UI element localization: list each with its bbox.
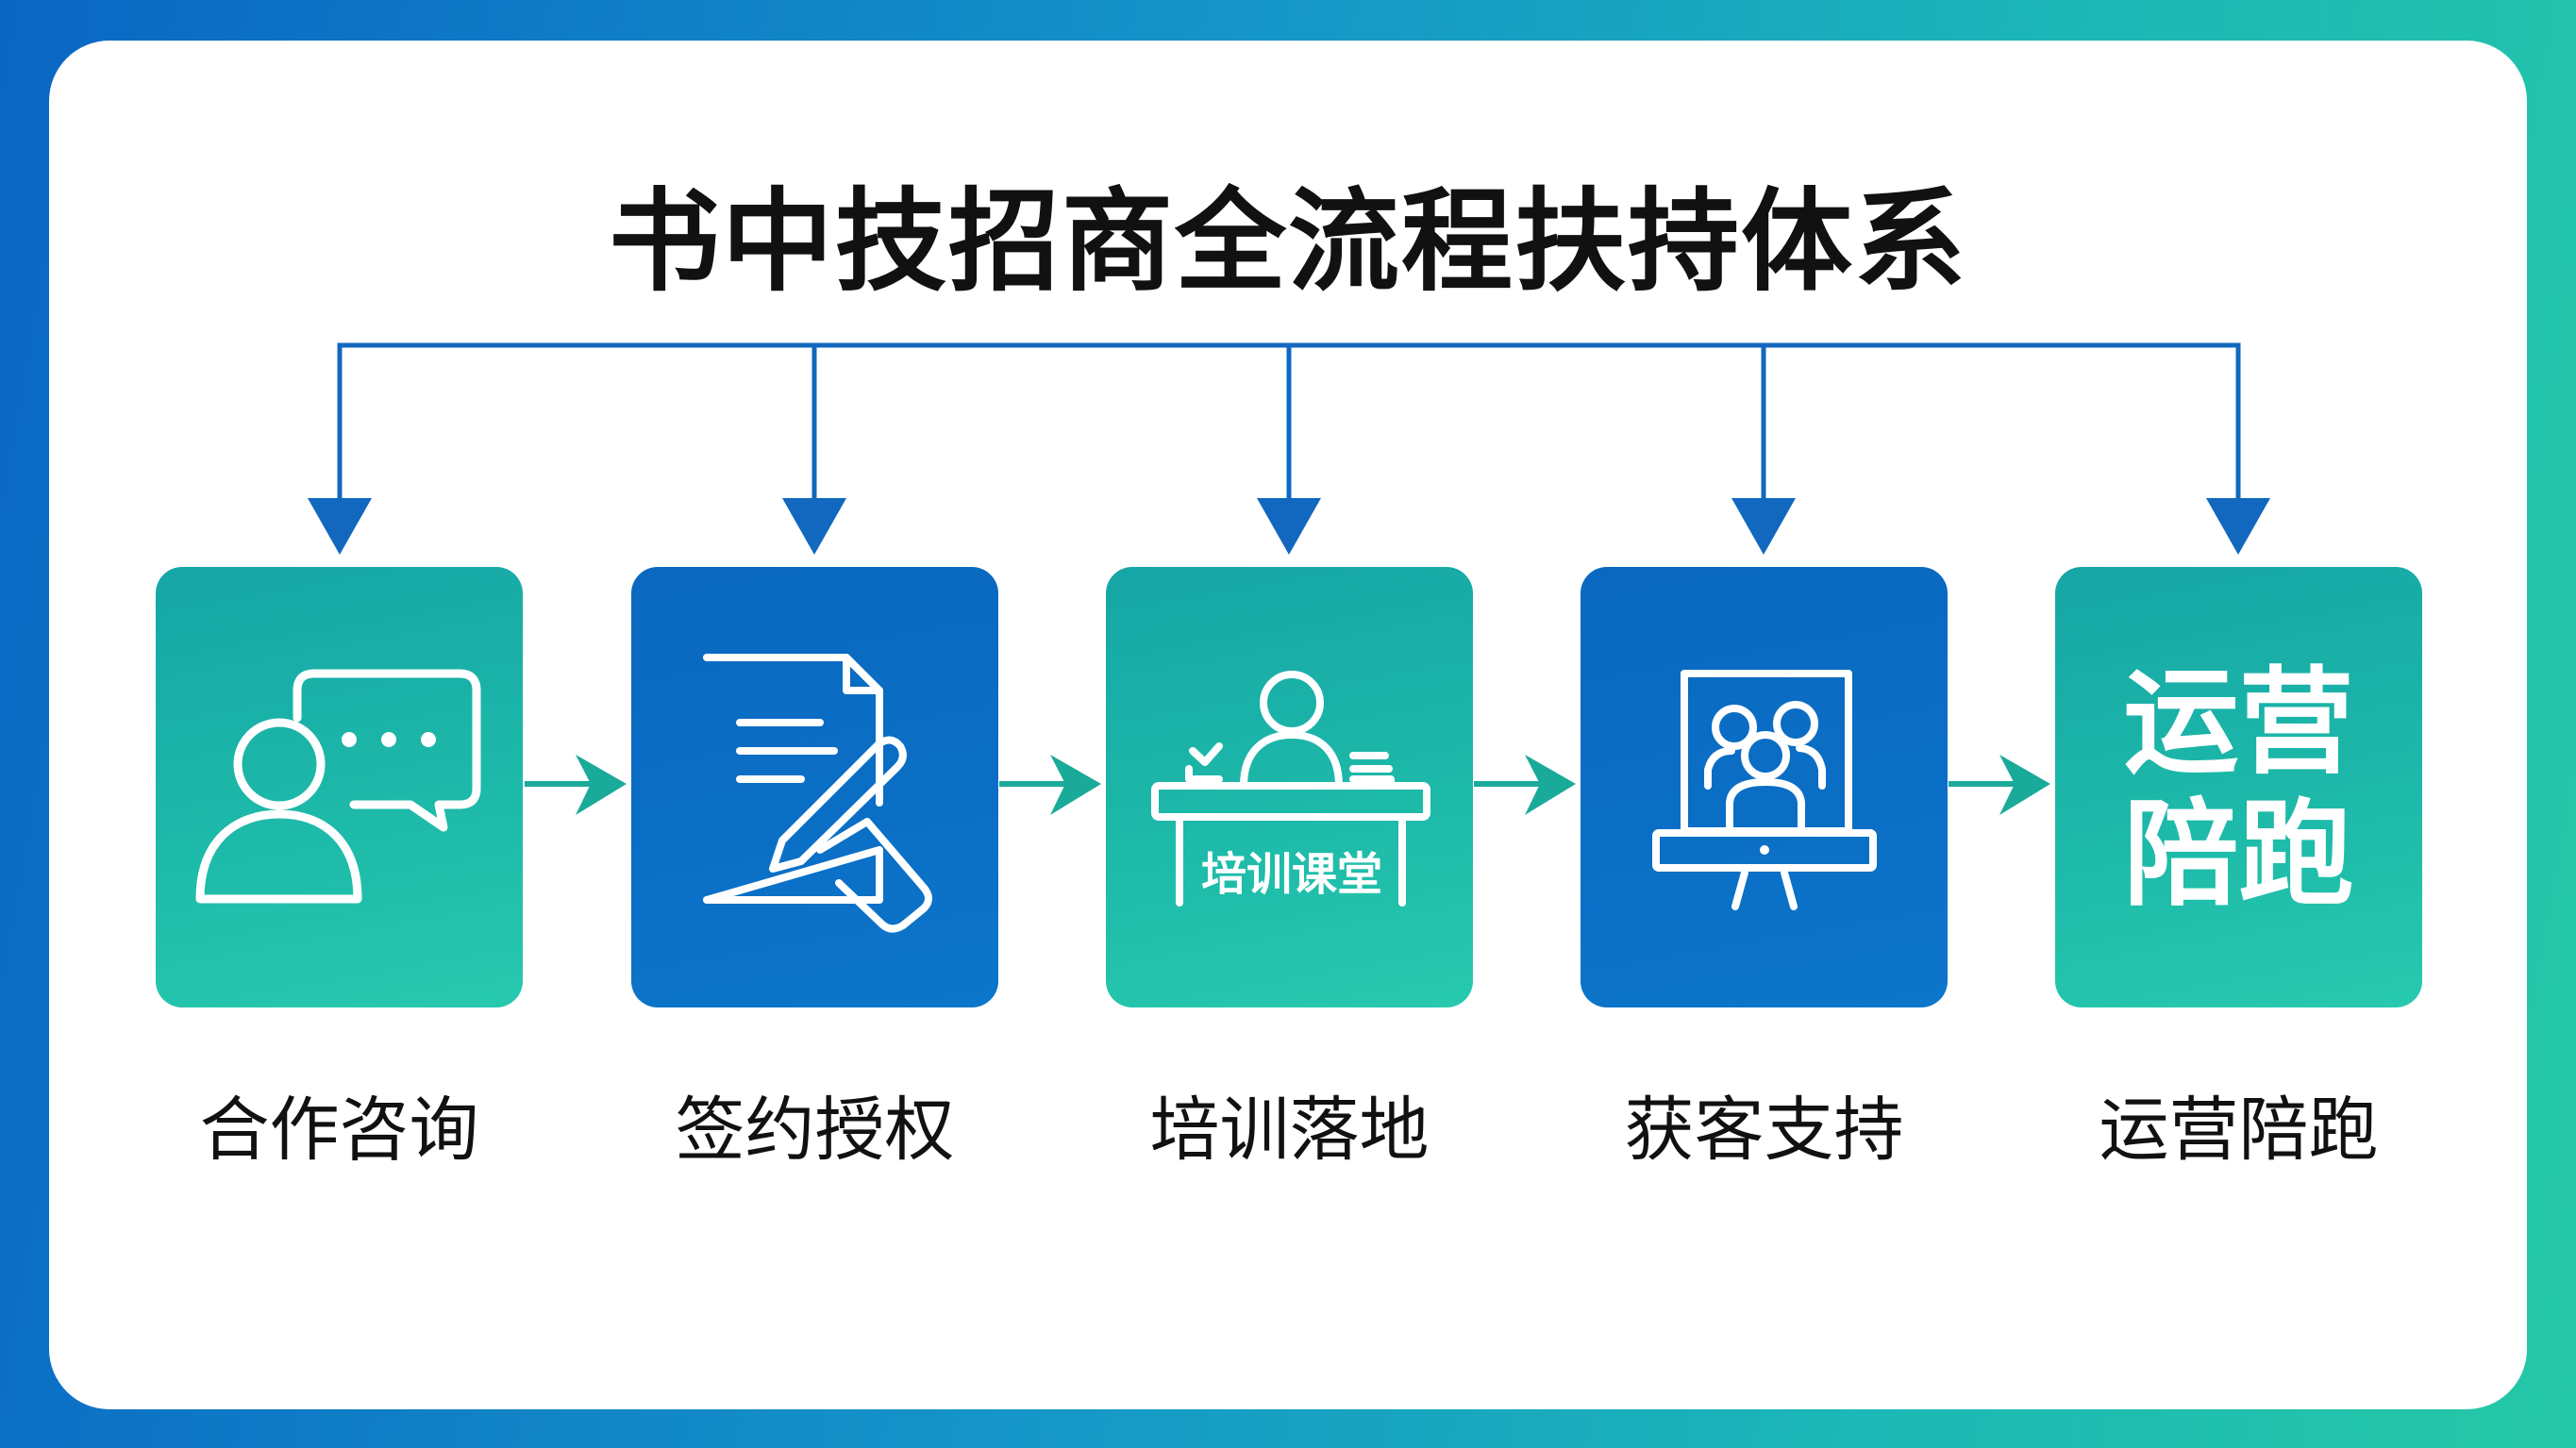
down-arrow-icon [782, 498, 846, 555]
training-class-icon [1151, 671, 1430, 907]
top-distribution-connector [337, 342, 2241, 514]
step-label: 签约授权 [675, 1090, 955, 1171]
right-arrow-icon [576, 755, 627, 815]
step-box-sign [631, 567, 998, 1007]
training-icon-text: 培训课堂 [1201, 848, 1382, 901]
down-arrow-icon [308, 498, 372, 555]
operation-icon-text-line1: 运营 [2123, 656, 2354, 790]
down-arrow-icon [1257, 498, 1321, 555]
chat-consult-icon [195, 669, 481, 904]
down-arrow-icon [2206, 498, 2270, 555]
page-title: 书中技招商全流程扶持体系 [608, 176, 1967, 307]
contract-sign-icon [703, 654, 932, 933]
step-label: 合作咨询 [199, 1090, 479, 1171]
step-box-training: 培训课堂 [1106, 567, 1473, 1007]
right-arrow-icon [1525, 755, 1576, 815]
step-box-acquisition [1581, 567, 1948, 1007]
step-box-operation: 运营 陪跑 [2055, 567, 2422, 1007]
right-arrow-icon [1050, 755, 1101, 815]
right-arrow-icon [1999, 755, 2050, 815]
step-label: 运营陪跑 [2099, 1090, 2379, 1171]
step-label: 培训落地 [1149, 1090, 1430, 1171]
down-arrow-icon [1731, 498, 1796, 555]
presentation-audience-icon [1652, 670, 1877, 910]
step-label: 获客支持 [1624, 1090, 1904, 1171]
step-box-consult [156, 567, 523, 1007]
operation-icon-text-line2: 陪跑 [2123, 788, 2354, 922]
